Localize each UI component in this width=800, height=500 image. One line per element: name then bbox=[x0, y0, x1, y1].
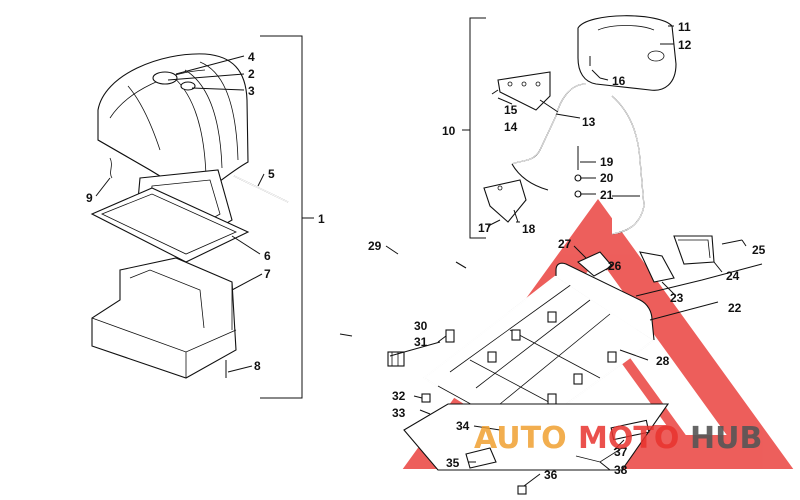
callout-11: 11 bbox=[678, 20, 691, 34]
callout-21: 21 bbox=[600, 188, 614, 202]
callout-36: 36 bbox=[544, 468, 558, 482]
callout-9: 9 bbox=[86, 191, 93, 205]
callout-10: 10 bbox=[442, 124, 456, 138]
watermark-auto: AUTO bbox=[474, 421, 567, 456]
watermark-moto: MOTO bbox=[578, 421, 679, 456]
callout-25: 25 bbox=[752, 243, 766, 257]
callout-3: 3 bbox=[248, 84, 255, 98]
callout-27: 27 bbox=[558, 237, 572, 251]
leaders-top-right bbox=[487, 25, 674, 227]
leaders-left bbox=[95, 55, 265, 373]
callout-18: 18 bbox=[522, 222, 536, 236]
callout-35: 35 bbox=[446, 456, 460, 470]
callout-6: 6 bbox=[264, 249, 271, 263]
watermark-hub: HUB bbox=[690, 421, 762, 456]
callout-16: 16 bbox=[612, 74, 626, 88]
callout-32: 32 bbox=[392, 389, 406, 403]
callout-14: 14 bbox=[504, 120, 518, 134]
callout-31: 31 bbox=[414, 335, 428, 349]
callout-22: 22 bbox=[728, 301, 742, 315]
callout-26: 26 bbox=[608, 259, 622, 273]
callout-24: 24 bbox=[726, 269, 740, 283]
callout-38: 38 bbox=[614, 463, 628, 477]
callout-17: 17 bbox=[478, 221, 492, 235]
callout-1: 1 bbox=[318, 212, 325, 226]
callout-5: 5 bbox=[268, 167, 275, 181]
callout-37: 37 bbox=[614, 445, 628, 459]
rack-assembly bbox=[339, 231, 763, 495]
callout-labels: 1 2 3 4 5 6 7 8 9 10 11 12 13 14 15 16 1… bbox=[86, 20, 766, 482]
watermark-text: AUTO MOTO HUB bbox=[474, 421, 762, 456]
callout-12: 12 bbox=[678, 38, 692, 52]
backrest-assembly bbox=[462, 15, 677, 239]
callout-19: 19 bbox=[600, 155, 614, 169]
callout-8: 8 bbox=[254, 359, 261, 373]
callout-29: 29 bbox=[368, 239, 382, 253]
leaders-bottom bbox=[385, 239, 747, 487]
callout-34: 34 bbox=[456, 419, 470, 433]
callout-13: 13 bbox=[582, 115, 596, 129]
callout-15: 15 bbox=[504, 103, 518, 117]
callout-33: 33 bbox=[392, 406, 406, 420]
callout-30: 30 bbox=[414, 319, 428, 333]
callout-2: 2 bbox=[248, 67, 255, 81]
callout-23: 23 bbox=[670, 291, 684, 305]
callout-7: 7 bbox=[264, 267, 271, 281]
trunk-assembly bbox=[90, 35, 314, 399]
callout-20: 20 bbox=[600, 171, 614, 185]
callout-4: 4 bbox=[248, 50, 255, 64]
callout-28: 28 bbox=[656, 354, 670, 368]
